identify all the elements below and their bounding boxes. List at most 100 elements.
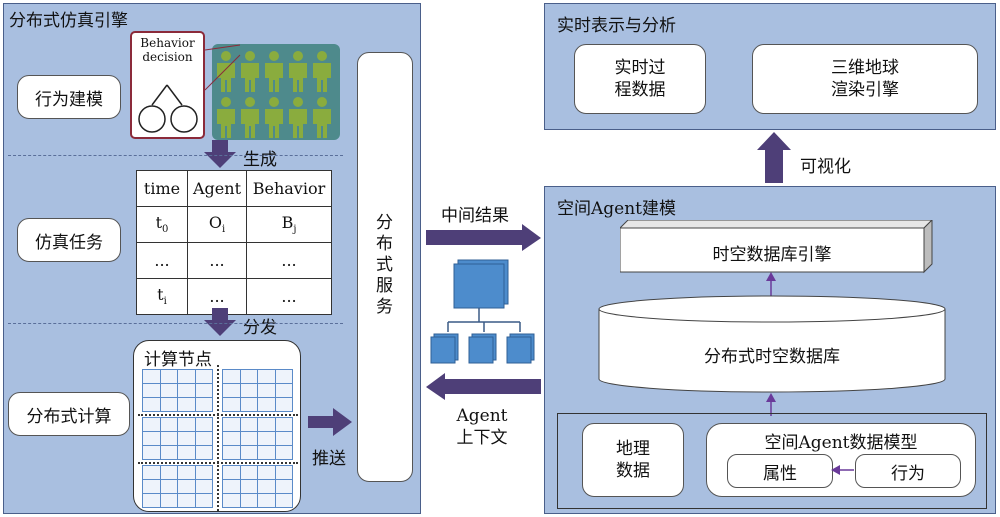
compute-node-cell: [257, 417, 276, 432]
compute-node-cell: [239, 383, 258, 398]
compute-node-cell: [222, 397, 241, 412]
compute-node-cell: [177, 383, 196, 398]
data-model-area: [557, 413, 987, 509]
compute-node-cell: [274, 383, 293, 398]
behavior-decision-label: Behavior decision: [140, 36, 195, 64]
compute-node-cell: [142, 493, 161, 508]
compute-nodes-box: 计算节点: [133, 340, 301, 512]
agent-context-arrow: [426, 373, 541, 400]
agent-context-label: Agent 上下文: [452, 405, 512, 449]
person-icon: [217, 97, 235, 138]
compute-node-cell: [142, 417, 161, 432]
generate-label: 生成: [243, 150, 277, 170]
agent-context-line1: Agent: [456, 406, 508, 426]
compute-node-cell: [274, 479, 293, 494]
behavior-box: 行为: [855, 454, 961, 488]
behavior-to-attribute-arrow: [831, 465, 854, 475]
compute-node-cell: [142, 465, 161, 480]
compute-node-cell: [142, 383, 161, 398]
agent-data-model-label: 空间Agent数据模型: [764, 433, 918, 453]
server-cluster-icon: [430, 259, 535, 364]
compute-node-cell: [177, 397, 196, 412]
compute-node-cell: [194, 417, 213, 432]
compute-nodes-label: 计算节点: [144, 350, 212, 370]
node-separator: [217, 365, 219, 511]
compute-node-grid: [138, 365, 298, 511]
table-cell: ...: [187, 242, 247, 279]
compute-node-cell: [159, 465, 178, 480]
compute-node-cell: [159, 431, 178, 446]
compute-node-cell: [222, 493, 241, 508]
compute-node-cell: [159, 445, 178, 460]
geo-data-line2: 数据: [616, 461, 650, 481]
table-cell: t0: [136, 206, 188, 243]
table-row: ti ... ...: [136, 278, 332, 315]
divider-1: [8, 155, 343, 156]
crowd-connector-lines: [204, 44, 241, 91]
compute-node-cell: [159, 417, 178, 432]
visualize-arrow: [757, 132, 791, 183]
compute-node-cell: [222, 369, 241, 384]
compute-node-cell: [239, 417, 258, 432]
generate-arrow: [204, 140, 236, 168]
people-icons: [217, 51, 331, 138]
compute-node-cell: [222, 479, 241, 494]
compute-node-cell: [239, 369, 258, 384]
simulation-task-label: 仿真任务: [35, 232, 103, 253]
compute-node-cell: [222, 465, 241, 480]
dispatch-arrow: [204, 308, 236, 336]
compute-node-cell: [177, 369, 196, 384]
compute-node-cell: [257, 397, 276, 412]
intermediate-result-label: 中间结果: [441, 206, 509, 226]
person-icon: [265, 51, 283, 92]
compute-node-cell: [239, 445, 258, 460]
compute-node-cell: [239, 397, 258, 412]
compute-node-cell: [257, 479, 276, 494]
node-separator: [138, 414, 298, 416]
person-icon: [289, 51, 307, 92]
distributed-db-cylinder: [598, 295, 946, 393]
compute-node-cell: [177, 417, 196, 432]
table-cell: ti: [136, 278, 188, 315]
compute-node-cell: [239, 431, 258, 446]
compute-node-cell: [142, 479, 161, 494]
globe-render-line2: 渲染引擎: [831, 80, 899, 100]
realtime-data-line1: 实时过: [614, 58, 666, 78]
agent-context-line2: 上下文: [456, 428, 508, 448]
distributed-service-label: 分布式服务: [376, 213, 393, 317]
table-row: t0 Oi Bj: [136, 206, 332, 243]
attribute-box: 属性: [727, 454, 833, 488]
compute-node-cell: [257, 431, 276, 446]
compute-node-cell: [159, 493, 178, 508]
compute-node-cell: [159, 369, 178, 384]
simulation-engine-title: 分布式仿真引擎: [9, 11, 128, 31]
person-icon: [265, 97, 283, 138]
compute-node-cell: [159, 397, 178, 412]
behavior-modeling-box: 行为建模: [17, 75, 121, 119]
table-row: ... ... ...: [136, 242, 332, 279]
compute-node-cell: [194, 445, 213, 460]
compute-node-cell: [142, 445, 161, 460]
visualize-label: 可视化: [800, 157, 851, 177]
geo-data-box: 地理 数据: [582, 423, 684, 497]
compute-node-cell: [177, 431, 196, 446]
db-engine-box: [620, 220, 933, 274]
db-to-engine-arrow: [766, 272, 776, 299]
compute-node-cell: [257, 369, 276, 384]
compute-node-cell: [222, 417, 241, 432]
realtime-data-box: 实时过 程数据: [574, 44, 706, 114]
agent-data-model-box: 空间Agent数据模型 属性 行为: [706, 423, 976, 497]
compute-node-cell: [222, 431, 241, 446]
distributed-compute-box: 分布式计算: [8, 392, 130, 436]
compute-node-cell: [159, 383, 178, 398]
distributed-service-box: 分布式服务: [357, 52, 413, 482]
compute-node-cell: [194, 465, 213, 480]
intermediate-result-arrow: [426, 224, 541, 251]
compute-node-cell: [222, 383, 241, 398]
distributed-db-label: 分布式时空数据库: [704, 347, 840, 367]
spatial-agent-modeling-title: 空间Agent建模: [557, 199, 676, 219]
table-cell: ...: [246, 242, 332, 279]
compute-node-cell: [257, 465, 276, 480]
compute-node-cell: [194, 479, 213, 494]
compute-node-cell: [194, 397, 213, 412]
